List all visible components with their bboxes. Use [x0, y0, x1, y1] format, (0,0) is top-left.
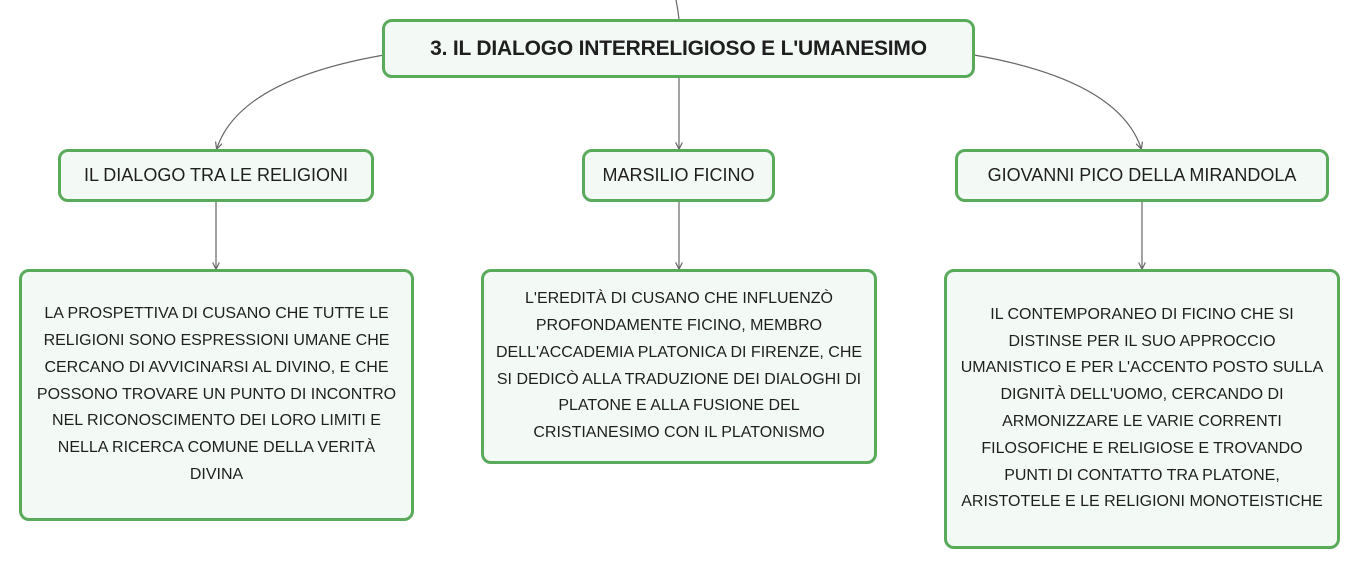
description-node-marsilio-ficino[interactable]: L'EREDITÀ DI CUSANO CHE INFLUENZÒ PROFON… [481, 269, 877, 464]
description-text: LA PROSPETTIVA DI CUSANO CHE TUTTE LE RE… [36, 305, 397, 483]
description-node-dialogo-religioni[interactable]: LA PROSPETTIVA DI CUSANO CHE TUTTE LE RE… [19, 269, 414, 521]
description-text: L'EREDITÀ DI CUSANO CHE INFLUENZÒ PROFON… [495, 290, 863, 442]
topic-node-pico-della-mirandola[interactable]: GIOVANNI PICO DELLA MIRANDOLA [955, 149, 1329, 202]
description-text: IL CONTEMPORANEO DI FICINO CHE SI DISTIN… [960, 305, 1324, 511]
topic-node-dialogo-religioni[interactable]: IL DIALOGO TRA LE RELIGIONI [58, 149, 374, 202]
topic-node-marsilio-ficino[interactable]: MARSILIO FICINO [582, 149, 775, 202]
root-node[interactable]: 3. IL DIALOGO INTERRELIGIOSO E L'UMANESI… [382, 19, 975, 78]
connector-root-to-topic-1 [217, 54, 385, 148]
connector-parent-to-root [675, 0, 680, 20]
root-title: 3. IL DIALOGO INTERRELIGIOSO E L'UMANESI… [430, 36, 927, 60]
topic-label: GIOVANNI PICO DELLA MIRANDOLA [987, 165, 1297, 185]
topic-label: IL DIALOGO TRA LE RELIGIONI [83, 165, 349, 185]
connector-root-to-topic-3 [973, 54, 1141, 148]
topic-label: MARSILIO FICINO [602, 165, 755, 185]
description-node-pico-della-mirandola[interactable]: IL CONTEMPORANEO DI FICINO CHE SI DISTIN… [944, 269, 1340, 549]
